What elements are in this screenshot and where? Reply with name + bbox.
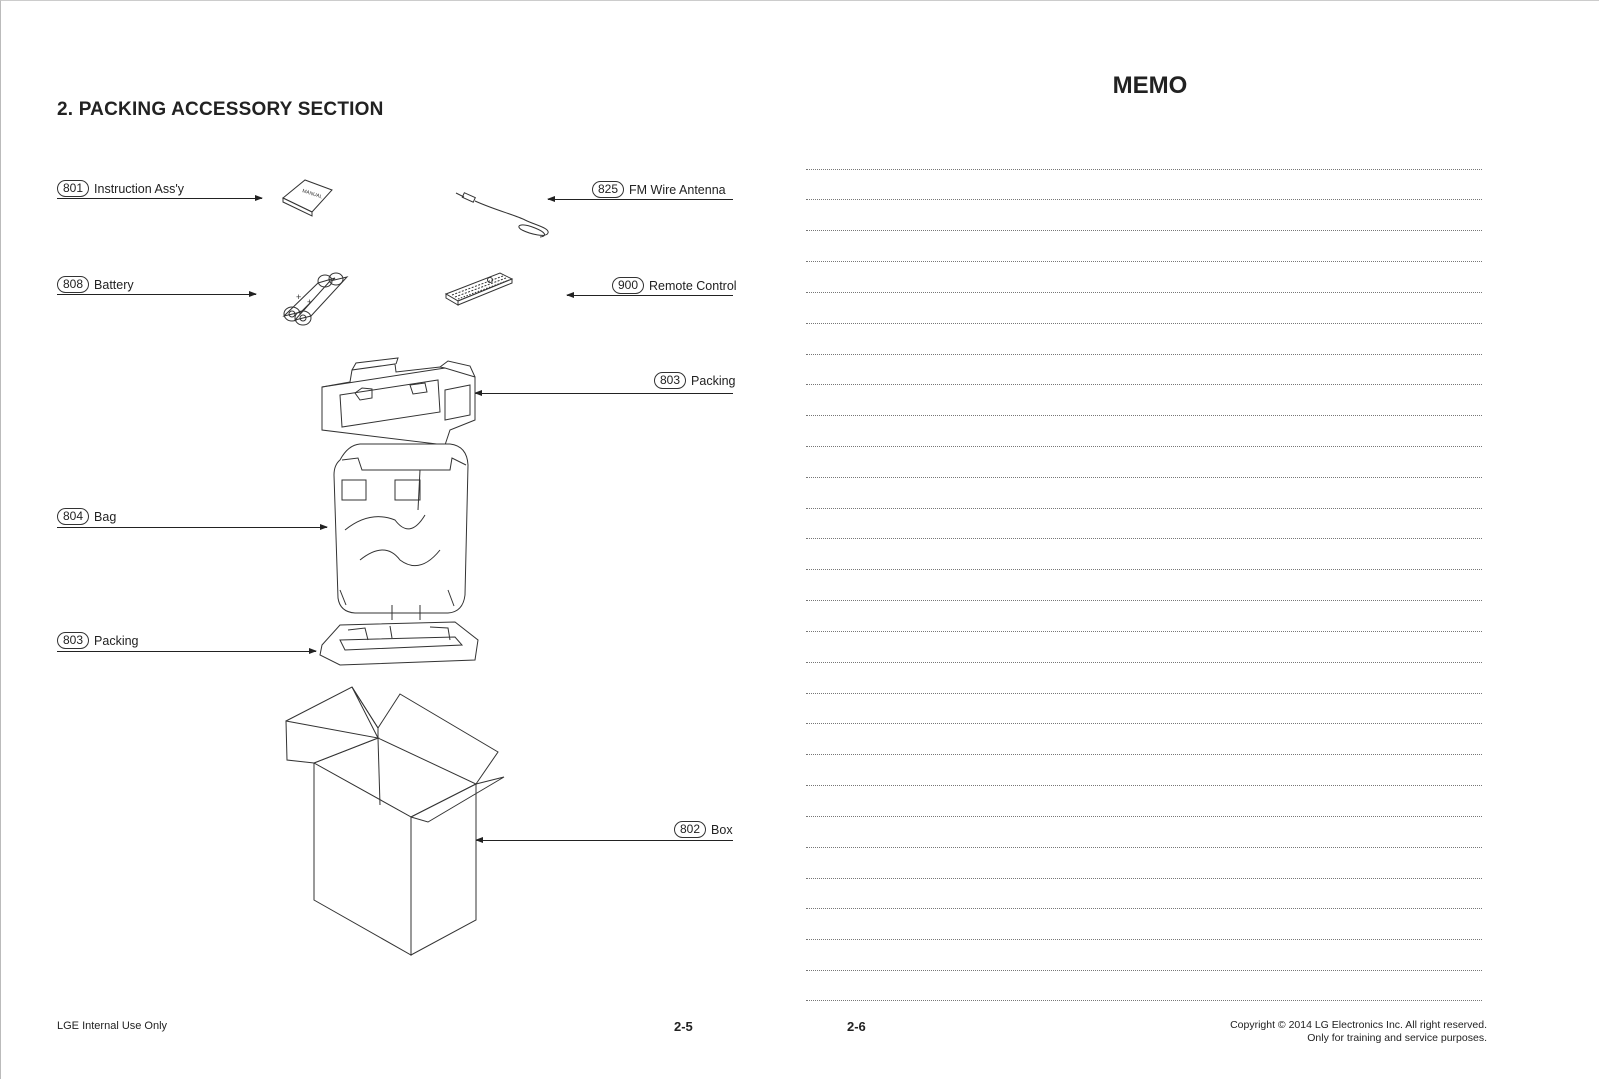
top-packing-icon [321, 357, 476, 446]
leader-arrow [57, 291, 257, 297]
memo-line [806, 1000, 1482, 1001]
box-icon [285, 686, 505, 956]
memo-line [806, 354, 1482, 355]
memo-line [806, 631, 1482, 632]
part-number: 803 [57, 632, 90, 649]
memo-line [806, 723, 1482, 724]
part-label-packing-bottom: 803 Packing [57, 632, 139, 649]
memo-line [806, 323, 1482, 324]
part-name: FM Wire Antenna [629, 182, 726, 197]
copyright-line: Only for training and service purposes. [1307, 1032, 1487, 1044]
leader-arrow [474, 390, 733, 396]
bottom-packing-icon [319, 621, 479, 666]
page-number-left: 2-5 [674, 1019, 693, 1034]
part-number: 802 [674, 821, 707, 838]
part-label-battery: 808 Battery [57, 276, 134, 293]
memo-line [806, 816, 1482, 817]
part-name: Instruction Ass'y [94, 181, 184, 196]
memo-line [806, 446, 1482, 447]
part-name: Battery [94, 277, 134, 292]
memo-line [806, 878, 1482, 879]
part-label-antenna: 825 FM Wire Antenna [592, 181, 726, 198]
part-label-box: 802 Box [674, 821, 733, 838]
part-number: 900 [612, 277, 645, 294]
part-number: 825 [592, 181, 625, 198]
memo-line [806, 538, 1482, 539]
part-label-instruction: 801 Instruction Ass'y [57, 180, 184, 197]
part-number: 803 [654, 372, 687, 389]
remote-control-icon [444, 272, 514, 306]
memo-line [806, 199, 1482, 200]
part-label-remote: 900 Remote Control [612, 277, 737, 294]
memo-title: MEMO [1112, 72, 1188, 99]
memo-line [806, 230, 1482, 231]
memo-line [806, 908, 1482, 909]
part-name: Bag [94, 509, 117, 524]
copyright-notice: Copyright © 2014 LG Electronics Inc. All… [1230, 1019, 1487, 1045]
svg-text:+: + [296, 292, 301, 302]
svg-text:+: + [307, 297, 312, 307]
leader-arrow [57, 524, 328, 530]
leader-arrow [475, 837, 733, 843]
bag-icon [333, 443, 469, 620]
memo-line [806, 970, 1482, 971]
leader-arrow [566, 292, 733, 298]
part-name: Remote Control [649, 278, 737, 293]
part-label-bag: 804 Bag [57, 508, 116, 525]
memo-line [806, 600, 1482, 601]
memo-line [806, 508, 1482, 509]
manual-icon: MANUAL [282, 179, 333, 217]
part-number: 808 [57, 276, 90, 293]
leader-arrow [547, 196, 733, 202]
memo-line [806, 693, 1482, 694]
part-label-packing-top: 803 Packing [654, 372, 736, 389]
part-name: Packing [94, 633, 139, 648]
leader-arrow [57, 648, 317, 654]
memo-line [806, 415, 1482, 416]
memo-line [806, 169, 1482, 170]
memo-line [806, 754, 1482, 755]
footer-internal-use: LGE Internal Use Only [57, 1020, 168, 1032]
memo-line [806, 662, 1482, 663]
memo-line [806, 939, 1482, 940]
memo-line [806, 847, 1482, 848]
memo-line [806, 261, 1482, 262]
memo-line [806, 384, 1482, 385]
memo-line [806, 785, 1482, 786]
memo-line [806, 569, 1482, 570]
leader-arrow [57, 195, 263, 201]
battery-icon: + + [282, 272, 349, 326]
memo-line [806, 292, 1482, 293]
memo-line [806, 477, 1482, 478]
part-name: Packing [691, 373, 736, 388]
section-title: 2. PACKING ACCESSORY SECTION [57, 99, 384, 120]
page-number-right: 2-6 [847, 1019, 866, 1034]
part-number: 801 [57, 180, 90, 197]
antenna-icon [455, 192, 549, 238]
part-number: 804 [57, 508, 90, 525]
copyright-line: Copyright © 2014 LG Electronics Inc. All… [1230, 1019, 1487, 1031]
part-name: Box [711, 822, 733, 837]
